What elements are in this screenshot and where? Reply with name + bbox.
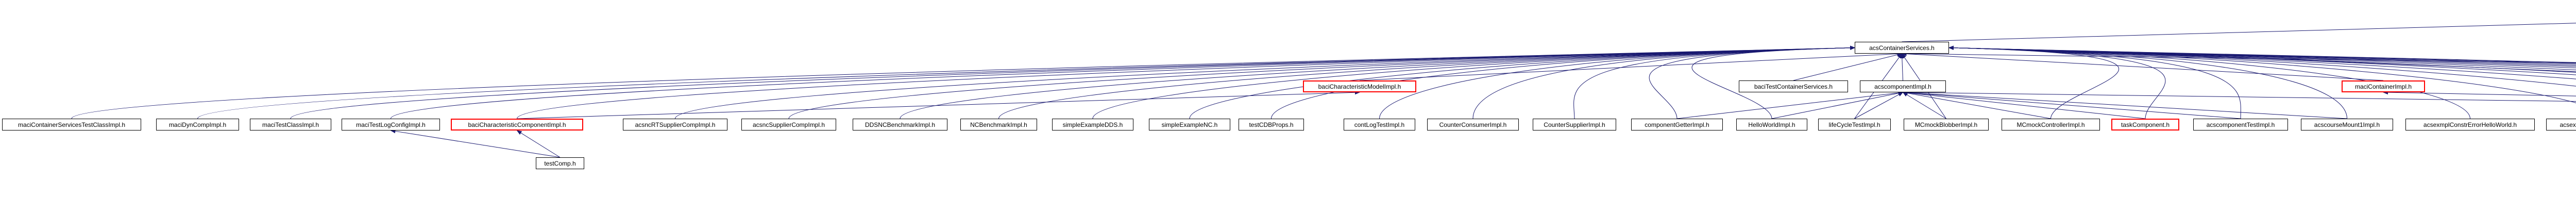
dependency-edge [675,45,1855,119]
dependency-edge [1948,45,2576,75]
dependency-edge [2383,90,2576,96]
graph-node-n21[interactable]: taskComponent.h [2111,119,2179,131]
dependency-edge [197,45,1855,119]
dependency-edge [1948,45,2576,71]
dependency-edge [71,45,1855,119]
dependency-edge [1854,92,1904,119]
graph-node-n3[interactable]: maciTestClassImpl.h [250,119,331,131]
dependency-edge [1901,52,2384,81]
dependency-edge [1948,45,2576,64]
graph-node-n5[interactable]: baciCharacteristicComponentImpl.h [451,119,583,131]
graph-node-n24[interactable]: acsexmplConstrErrorHelloWorld.h [2405,119,2535,131]
graph-node-n1[interactable]: maciContainerServicesTestClassImpl.h [2,119,141,131]
graph-node-m1[interactable]: testComp.h [536,157,584,169]
dependency-edge [1948,45,2166,119]
dependency-edge [1948,45,2576,67]
dependency-edge [1948,45,2576,73]
dependency-edge [1902,91,2051,119]
dependency-edge [1902,90,2241,119]
graph-node-n14[interactable]: CounterConsumerImpl.h [1427,119,1519,131]
graph-node-n2[interactable]: maciDynCompImpl.h [156,119,239,131]
dependency-edge [1948,45,2576,79]
graph-node-r3d[interactable]: maciContainerImpl.h [2342,80,2425,92]
dependency-edge [1948,45,2576,63]
dependency-edge [1948,45,2576,87]
dependency-edge [1902,90,2146,119]
graph-node-r3a[interactable]: baciCharacteristicModelImpl.h [1303,80,1416,92]
dependency-edge [1948,45,2576,64]
graph-node-n20[interactable]: MCmockControllerImpl.h [2002,119,2100,131]
dependency-edge [1359,52,1903,81]
graph-node-n23[interactable]: acscourseMount1Impl.h [2301,119,2393,131]
graph-node-n19[interactable]: MCmockBlobberImpl.h [1904,119,1989,131]
graph-node-r3c[interactable]: acscomponentImpl.h [1860,80,1946,92]
dependency-edge [290,45,1855,119]
dependency-edge [1902,23,2576,42]
dependency-edge [1948,45,2576,72]
dependency-edge [517,45,1855,119]
dependency-edge [1948,45,2241,119]
dependency-edge [391,45,1855,119]
graph-node-r3b[interactable]: baciTestContainerServices.h [1739,80,1848,92]
graph-node-n17[interactable]: HelloWorldImpl.h [1736,119,1807,131]
dependency-edge [1948,45,2576,104]
dependency-edge [1948,45,2120,119]
graph-node-n8[interactable]: DDSNCBenchmarkImpl.h [853,119,947,131]
dependency-edge [516,130,561,158]
graph-node-n9[interactable]: NCBenchmarkImpl.h [960,119,1037,131]
graph-node-n18[interactable]: lifeCycleTestImpl.h [1818,119,1891,131]
graph-node-n12[interactable]: testCDBProps.h [1239,119,1304,131]
graph-node-n25[interactable]: acsexmplErrorComponentImpl.h [2546,119,2576,131]
graph-node-n22[interactable]: acscomponentTestImpl.h [2193,119,2288,131]
graph-node-n10[interactable]: simpleExampleDDS.h [1052,119,1133,131]
dependency-edge [1771,91,1904,119]
dependency-edge [1902,92,1946,119]
dependency-edge [998,45,1855,119]
graph-node-n13[interactable]: contLogTestImpl.h [1344,119,1415,131]
dependency-edge [390,129,561,158]
graph-node-n11[interactable]: simpleExampleNC.h [1149,119,1230,131]
dependency-edge [1793,53,1903,81]
graph-node-n16[interactable]: componentGetterImpl.h [1631,119,1723,131]
dependency-edge [1948,45,2347,119]
dependency-edge [1900,53,1904,81]
graph-node-n7[interactable]: acsncSupplierCompImpl.h [741,119,836,131]
dependency-edges [71,23,2576,158]
dependency-edge [517,90,1360,119]
graph-node-n6[interactable]: acsncRTSupplierCompImpl.h [623,119,727,131]
dependency-edge [1676,91,1904,119]
graph-node-n4[interactable]: maciTestLogConfigImpl.h [342,119,440,131]
dependency-edge [1948,45,2576,66]
dependency-edge [1902,90,2576,102]
dependency-edge [1901,52,2576,63]
dependency-edge [1902,90,2347,119]
graph-node-r2a[interactable]: acsContainerServices.h [1855,42,1949,54]
graph-node-n15[interactable]: CounterSupplierImpl.h [1533,119,1616,131]
dependency-edge [1948,45,2576,69]
